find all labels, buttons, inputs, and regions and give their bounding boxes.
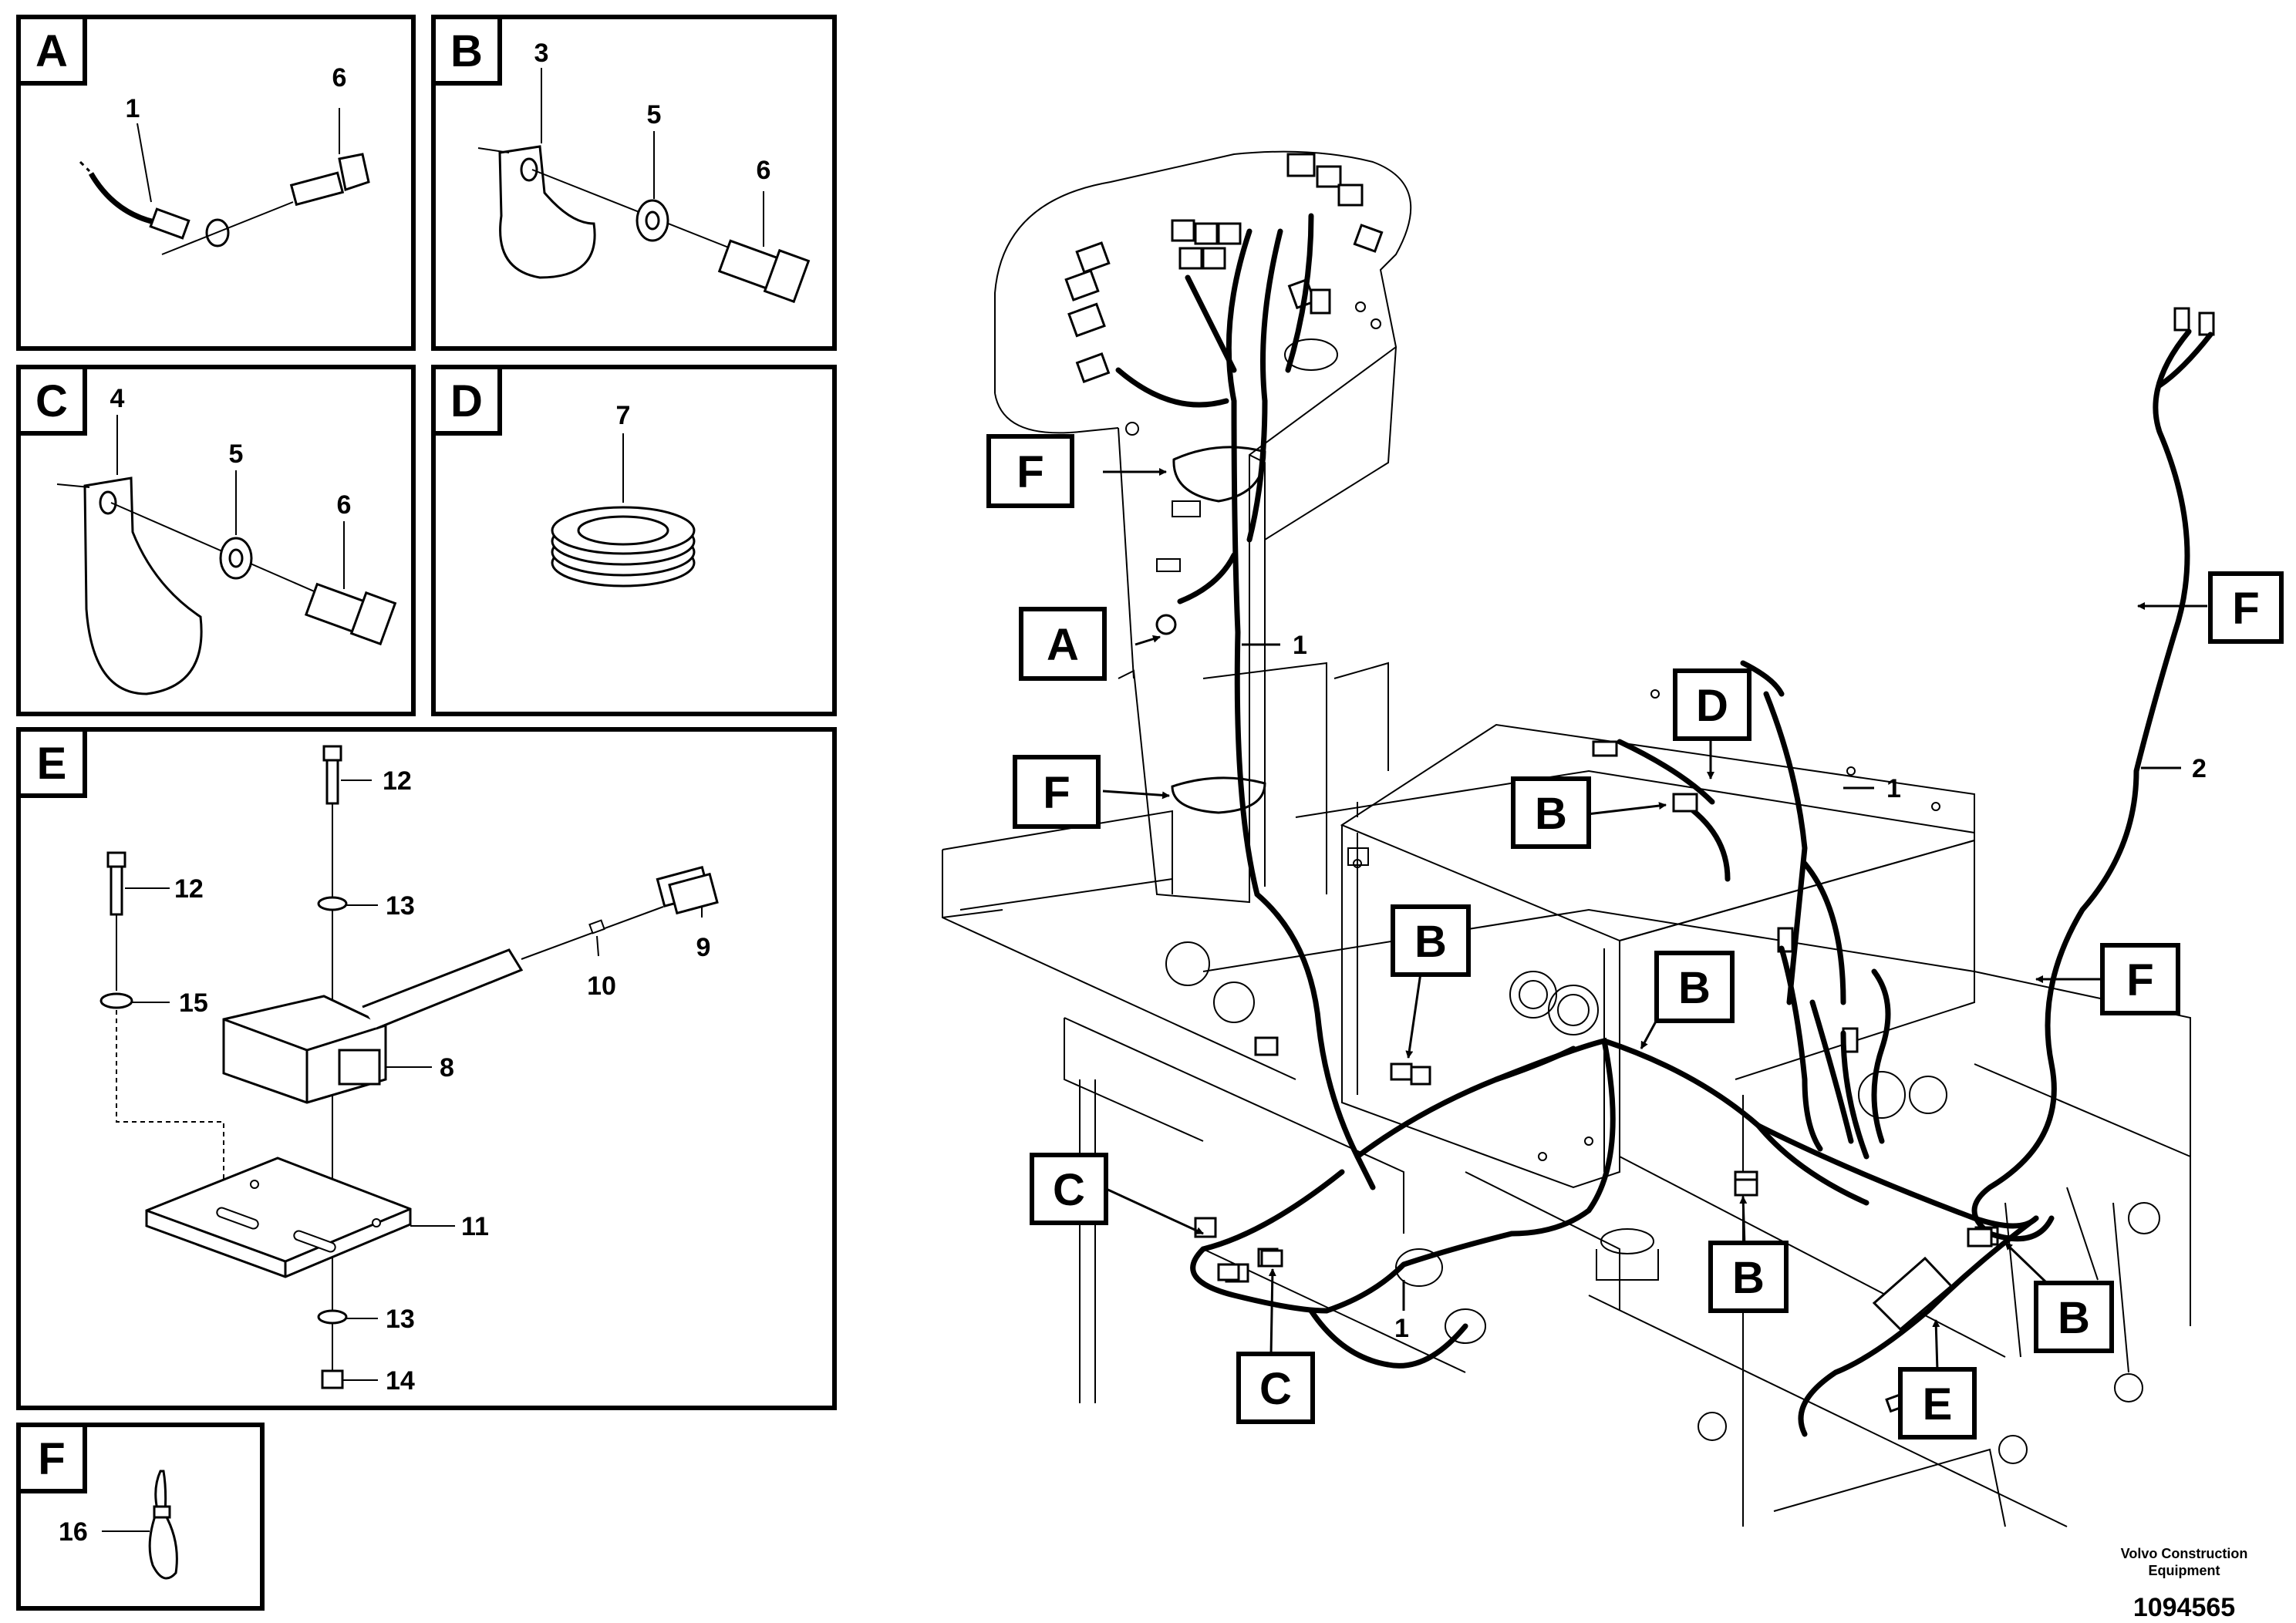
main-assembly [942, 150, 2215, 1527]
callout-d: D [1673, 668, 1752, 741]
panel-f-letter-box [16, 1423, 87, 1493]
svg-text:B: B [2058, 1293, 2090, 1343]
callout-f-3: F [2208, 571, 2284, 644]
main-num-1b: 1 [1886, 774, 1901, 803]
panel-e-letter-box [16, 727, 87, 798]
panel-b-letter: B [450, 26, 483, 76]
machine-frame [942, 150, 2191, 1527]
panel-d-letter-box [431, 365, 502, 436]
panel-e-num-12a: 12 [383, 766, 412, 796]
callout-b-4: B [1708, 1241, 1789, 1313]
callout-f-4: F [2100, 943, 2180, 1015]
panel-f: F 16 [16, 1423, 265, 1611]
wiring-harness-2 [1971, 328, 2192, 1242]
callout-f-2: F [1013, 755, 1101, 829]
callout-b-2: B [1391, 904, 1471, 977]
footer-brand: Volvo Construction Equipment [2120, 1546, 2248, 1578]
main-sensor-e [1872, 1256, 1954, 1332]
svg-text:B: B [1678, 963, 1711, 1013]
callout-b-1: B [1511, 776, 1591, 849]
main-num-1a: 1 [1293, 631, 1307, 660]
panel-e-num-11: 11 [461, 1212, 489, 1241]
panel-c-letter: C [35, 376, 68, 426]
callout-leaders [1102, 468, 2207, 1372]
callout-c-1: C [1030, 1153, 1108, 1225]
panel-a-num-1: 1 [126, 94, 140, 123]
svg-text:F: F [2232, 584, 2259, 634]
callout-a: A [1019, 607, 1107, 681]
panel-b-num-3: 3 [534, 39, 549, 68]
panel-e-num-9: 9 [696, 933, 711, 962]
panel-a: A 1 6 [16, 15, 416, 351]
panel-c-num-4: 4 [110, 384, 125, 413]
panel-d-num-7: 7 [616, 401, 631, 430]
footer: Volvo Construction Equipment 1094565 [2119, 1545, 2250, 1623]
panel-e-num-8: 8 [440, 1053, 454, 1083]
svg-text:C: C [1053, 1165, 1085, 1215]
svg-text:A: A [1047, 620, 1079, 670]
sensor-unit [222, 866, 719, 1104]
panel-a-letter-box [16, 15, 87, 86]
panel-b-letter-box [431, 15, 502, 86]
svg-text:F: F [1043, 768, 1070, 818]
panel-f-letter: F [38, 1434, 65, 1484]
panel-d-letter: D [450, 376, 483, 426]
panel-e-letter: E [37, 739, 67, 789]
cable-tie-part [148, 1470, 178, 1580]
svg-text:B: B [1535, 789, 1567, 839]
svg-text:F: F [2126, 955, 2153, 1005]
callouts: F A F B D B B C [986, 434, 2284, 1439]
main-part-numbers: 1 1 2 1 [1293, 631, 2207, 1343]
svg-text:D: D [1696, 681, 1728, 731]
callout-b-3: B [1654, 951, 1735, 1023]
panel-c: C 4 5 6 [16, 365, 416, 716]
panel-c-num-5: 5 [229, 439, 244, 469]
panel-e-num-13b: 13 [386, 1305, 415, 1334]
mounting-plate [145, 1157, 412, 1278]
svg-text:C: C [1259, 1364, 1292, 1414]
grommet-part [551, 506, 696, 588]
callout-f-1: F [986, 434, 1074, 508]
svg-text:B: B [1414, 917, 1447, 967]
drawing-number: 1094565 [2132, 1593, 2236, 1622]
panel-e-num-10: 10 [587, 971, 616, 1001]
svg-text:B: B [1732, 1253, 1765, 1303]
main-num-2: 2 [2192, 754, 2207, 783]
wiring-harness-1 [1115, 213, 2213, 1437]
panel-e-num-13a: 13 [386, 891, 415, 921]
svg-text:F: F [1017, 447, 1043, 497]
panel-e-num-14: 14 [386, 1366, 415, 1396]
callout-b-5: B [2034, 1281, 2114, 1353]
panel-d: D 7 [431, 365, 837, 716]
panel-c-num-6: 6 [337, 490, 352, 520]
panel-e: E [16, 727, 837, 1410]
harness-clips [1155, 446, 1993, 1281]
callout-c-2: C [1236, 1352, 1315, 1424]
main-num-1c: 1 [1394, 1314, 1409, 1343]
console-connectors [1064, 153, 2215, 1413]
svg-text:E: E [1923, 1379, 1953, 1429]
panel-b-num-6: 6 [757, 156, 771, 185]
panel-a-letter: A [35, 26, 68, 76]
panel-e-num-15: 15 [179, 988, 208, 1018]
panel-b: B 3 5 6 [431, 15, 837, 351]
panel-e-num-12b: 12 [174, 874, 204, 904]
panel-c-letter-box [16, 365, 87, 436]
callout-e: E [1898, 1367, 1977, 1439]
panel-a-num-6: 6 [332, 63, 347, 93]
panel-f-num-16: 16 [59, 1517, 88, 1547]
panel-b-num-5: 5 [647, 100, 662, 130]
